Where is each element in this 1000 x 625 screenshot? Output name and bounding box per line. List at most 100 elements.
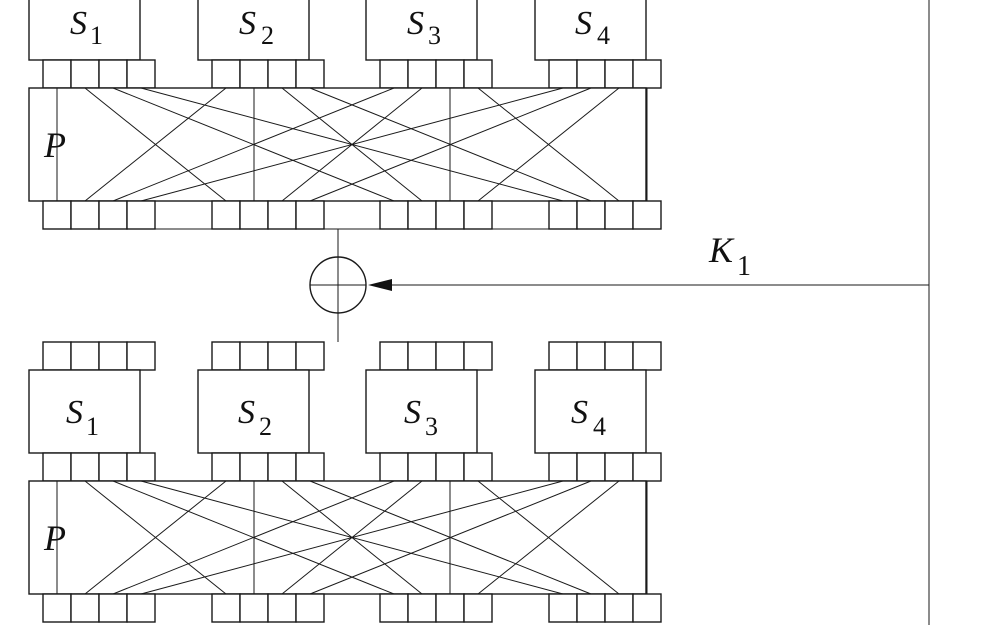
lower-sbox-in-pin-13 bbox=[548, 341, 578, 371]
upper-sbox-layer: S 1 S 2 S 3 S 4 bbox=[28, 0, 647, 61]
sbox-upper-3-box bbox=[365, 0, 478, 61]
lower-sbox-out-pin-15 bbox=[604, 452, 634, 482]
lower-perm-out-pin-2 bbox=[70, 593, 100, 623]
sbox-lower-1-sub: 1 bbox=[86, 412, 99, 441]
lower-sbox-out-pin-6 bbox=[239, 452, 269, 482]
key-mixing: K 1 bbox=[309, 0, 930, 625]
lower-sbox-out-pin-11 bbox=[435, 452, 465, 482]
upper-perm-out-pin-15 bbox=[604, 200, 634, 230]
lower-sbox-in-pin-1 bbox=[42, 341, 72, 371]
lower-perm-wire-14 bbox=[309, 480, 592, 595]
lower-sbox-in-pin-14 bbox=[576, 341, 606, 371]
sbox-upper-1-box bbox=[28, 0, 141, 61]
upper-perm-wire-5 bbox=[84, 87, 227, 202]
sbox-upper-3-sub: 3 bbox=[428, 21, 441, 50]
lower-sbox-out-pin-16 bbox=[632, 452, 662, 482]
upper-perm-out-pin-14 bbox=[576, 200, 606, 230]
sbox-upper-4-box bbox=[534, 0, 647, 61]
upper-sbox-out-pin-10 bbox=[407, 59, 437, 89]
lower-sbox-in-pin-7 bbox=[267, 341, 297, 371]
lower-sbox-out-pin-13 bbox=[548, 452, 578, 482]
lower-perm-out-pin-5 bbox=[211, 593, 241, 623]
lower-permutation-wires bbox=[56, 480, 648, 595]
upper-perm-out-pin-5 bbox=[211, 200, 241, 230]
upper-sbox-out-pin-9 bbox=[379, 59, 409, 89]
sbox-upper-2-box bbox=[197, 0, 310, 61]
upper-perm-out-pin-4 bbox=[126, 200, 156, 230]
upper-sbox-out-pin-5 bbox=[211, 59, 241, 89]
upper-sbox-out-pin-11 bbox=[435, 59, 465, 89]
lower-permutation-box: P bbox=[28, 480, 648, 595]
upper-perm-out-pin-10 bbox=[407, 200, 437, 230]
sbox-upper-2: S 2 bbox=[197, 0, 310, 61]
upper-perm-out-pin-9 bbox=[379, 200, 409, 230]
upper-sbox-out-pin-1 bbox=[42, 59, 72, 89]
lower-perm-out-pin-9 bbox=[379, 593, 409, 623]
lower-sbox-out-pin-5 bbox=[211, 452, 241, 482]
upper-sbox-out-pin-3 bbox=[98, 59, 128, 89]
lower-sbox-out-pin-12 bbox=[463, 452, 493, 482]
lower-perm-wire-15 bbox=[477, 480, 620, 595]
upper-sbox-out-pin-6 bbox=[239, 59, 269, 89]
upper-perm-wire-14 bbox=[309, 87, 592, 202]
lower-perm-out-pin-4 bbox=[126, 593, 156, 623]
lower-sbox-out-pin-14 bbox=[576, 452, 606, 482]
sbox-lower-1-box bbox=[28, 369, 141, 454]
lower-sbox-output-pins bbox=[42, 452, 662, 482]
sbox-lower-2-box bbox=[197, 369, 310, 454]
lower-perm-out-pin-12 bbox=[463, 593, 493, 623]
sbox-lower-1-name: S bbox=[66, 394, 83, 431]
lower-sbox-in-pin-2 bbox=[70, 341, 100, 371]
sbox-upper-3-name: S bbox=[407, 5, 424, 42]
upper-perm-out-pin-13 bbox=[548, 200, 578, 230]
lower-sbox-out-pin-8 bbox=[295, 452, 325, 482]
sbox-lower-4-sub: 4 bbox=[593, 412, 606, 441]
upper-permutation-wires bbox=[56, 87, 648, 202]
upper-sbox-out-pin-14 bbox=[576, 59, 606, 89]
lower-perm-out-pin-8 bbox=[295, 593, 325, 623]
lower-sbox-in-pin-5 bbox=[211, 341, 241, 371]
upper-permutation-box: P bbox=[28, 87, 648, 202]
lower-perm-out-pin-6 bbox=[239, 593, 269, 623]
upper-perm-out-pin-2 bbox=[70, 200, 100, 230]
lower-perm-out-pin-14 bbox=[576, 593, 606, 623]
upper-perm-frame bbox=[28, 87, 647, 202]
lower-perm-label: P bbox=[43, 518, 66, 558]
key-arrowhead bbox=[368, 279, 392, 291]
sbox-lower-4-name: S bbox=[571, 394, 588, 431]
sbox-lower-2-sub: 2 bbox=[259, 412, 272, 441]
sbox-upper-4: S 4 bbox=[534, 0, 647, 61]
sbox-lower-3: S 3 bbox=[365, 369, 478, 454]
lower-perm-wire-13 bbox=[140, 480, 564, 595]
upper-perm-label: P bbox=[43, 125, 66, 165]
upper-sbox-out-pin-13 bbox=[548, 59, 578, 89]
sbox-upper-4-name: S bbox=[575, 5, 592, 42]
upper-perm-out-pin-6 bbox=[239, 200, 269, 230]
lower-perm-output-pins bbox=[42, 593, 662, 623]
lower-sbox-in-pin-9 bbox=[379, 341, 409, 371]
lower-perm-out-pin-11 bbox=[435, 593, 465, 623]
upper-perm-out-pin-8 bbox=[295, 200, 325, 230]
lower-perm-out-pin-13 bbox=[548, 593, 578, 623]
upper-sbox-out-pin-4 bbox=[126, 59, 156, 89]
sbox-lower-3-sub: 3 bbox=[425, 412, 438, 441]
sbox-upper-2-sub: 2 bbox=[261, 21, 274, 50]
upper-sbox-out-pin-12 bbox=[463, 59, 493, 89]
upper-perm-wire-9 bbox=[112, 87, 395, 202]
round-key-label: K bbox=[708, 230, 735, 270]
sbox-lower-4-box bbox=[534, 369, 647, 454]
lower-sbox-in-pin-3 bbox=[98, 341, 128, 371]
lower-sbox-out-pin-3 bbox=[98, 452, 128, 482]
sbox-upper-3: S 3 bbox=[365, 0, 478, 61]
lower-perm-wire-9 bbox=[112, 480, 395, 595]
upper-perm-out-pin-16 bbox=[632, 200, 662, 230]
upper-perm-output-pins bbox=[42, 200, 662, 230]
upper-sbox-out-pin-8 bbox=[295, 59, 325, 89]
sbox-upper-4-sub: 4 bbox=[597, 21, 610, 50]
lower-sbox-in-pin-10 bbox=[407, 341, 437, 371]
sbox-lower-1: S 1 bbox=[28, 369, 141, 454]
upper-sbox-out-pin-7 bbox=[267, 59, 297, 89]
lower-sbox-out-pin-2 bbox=[70, 452, 100, 482]
upper-perm-wire-13 bbox=[140, 87, 564, 202]
